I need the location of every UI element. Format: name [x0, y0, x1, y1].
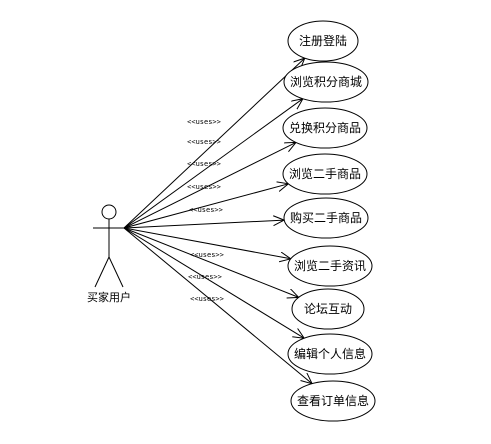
- actor-head: [101, 204, 117, 220]
- use-case-ellipse: [282, 153, 368, 195]
- association-arrow: [123, 99, 303, 229]
- uses-stereotype-label: <<uses>>: [188, 273, 222, 281]
- use-case-label: 浏览二手资讯: [294, 258, 366, 273]
- use-case-ellipse: [290, 380, 376, 422]
- use-case-list: 注册登陆浏览积分商城兑换积分商品浏览二手商品购买二手商品浏览二手资讯论坛互动编辑…: [282, 20, 376, 422]
- actor-figure: [93, 204, 125, 288]
- actor-name: 买家用户: [87, 290, 131, 304]
- use-case-ellipse: [291, 288, 365, 330]
- use-case-ellipse: [282, 107, 368, 149]
- use-case-label: 编辑个人信息: [294, 346, 366, 361]
- uses-stereotype-label: <<uses>>: [187, 183, 221, 191]
- uses-stereotype-label: <<uses>>: [190, 295, 224, 303]
- use-case-ellipse: [287, 20, 359, 62]
- uses-stereotype-label: <<uses>>: [190, 251, 224, 259]
- uses-stereotype-label: <<uses>>: [187, 160, 221, 168]
- use-case-ellipse: [283, 61, 369, 103]
- association-arrow: [123, 184, 288, 229]
- relation-lines: [123, 58, 312, 384]
- association-arrow: [123, 227, 312, 384]
- use-case-label: 注册登陆: [299, 33, 347, 48]
- use-case-label: 论坛互动: [304, 302, 352, 316]
- association-arrow: [123, 227, 304, 338]
- association-arrow: [123, 142, 296, 229]
- use-case-label: 购买二手商品: [290, 210, 362, 225]
- uses-stereotype-label: <<uses>>: [187, 138, 221, 146]
- association-arrow: [123, 220, 284, 229]
- use-case-ellipse: [283, 197, 369, 239]
- association-arrow: [123, 227, 299, 297]
- association-arrow: [123, 58, 305, 229]
- actor-left-leg: [94, 256, 110, 288]
- relation-labels: <<uses>> <<uses>> <<uses>> <<uses>> <<uses>>…: [187, 118, 224, 303]
- use-case-label: 兑换积分商品: [289, 120, 361, 135]
- actor-right-leg: [108, 256, 124, 288]
- use-case-ellipse: [287, 333, 373, 375]
- use-case-label: 查看订单信息: [297, 393, 369, 408]
- use-case-label: 浏览积分商城: [290, 74, 362, 89]
- uses-stereotype-label: <<uses>>: [187, 118, 221, 126]
- use-case-label: 浏览二手商品: [289, 166, 361, 181]
- uses-stereotype-label: <<uses>>: [189, 206, 223, 214]
- use-case-ellipse: [287, 245, 373, 287]
- association-arrow: [123, 227, 291, 259]
